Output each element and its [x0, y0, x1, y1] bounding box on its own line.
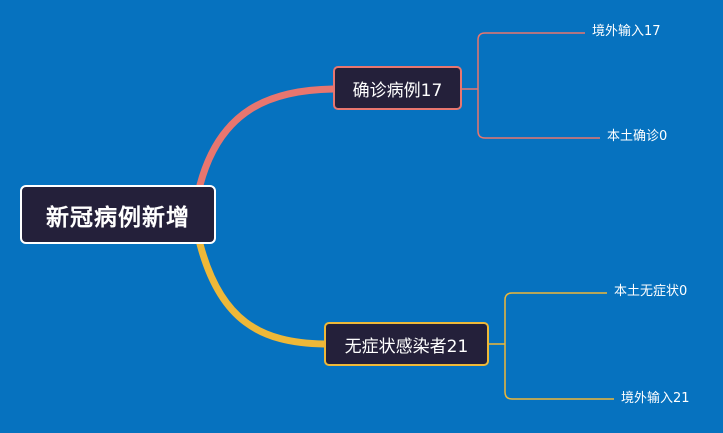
- root-node-label: 新冠病例新增: [46, 204, 190, 231]
- root-node[interactable]: 新冠病例新增: [20, 185, 216, 244]
- root-to-asymptomatic-connector: [196, 240, 328, 348]
- leaf-node-local-confirmed[interactable]: 本土确诊0: [607, 129, 668, 144]
- leaf-node-local-asymptomatic[interactable]: 本土无症状0: [614, 284, 688, 299]
- branch-node-label: 无症状感染者21: [344, 336, 469, 357]
- root-to-confirmed-connector: [196, 85, 337, 189]
- asymptomatic-to-leaves-connector: [489, 292, 614, 400]
- leaf-node-imported-confirmed[interactable]: 境外输入17: [592, 24, 661, 39]
- branch-node-confirmed[interactable]: 确诊病例17: [333, 66, 462, 110]
- branch-node-label: 确诊病例17: [352, 80, 443, 101]
- leaf-node-imported-asymptomatic[interactable]: 境外输入21: [621, 391, 690, 406]
- branch-node-asymptomatic[interactable]: 无症状感染者21: [324, 322, 489, 366]
- confirmed-to-leaves-connector: [462, 32, 600, 139]
